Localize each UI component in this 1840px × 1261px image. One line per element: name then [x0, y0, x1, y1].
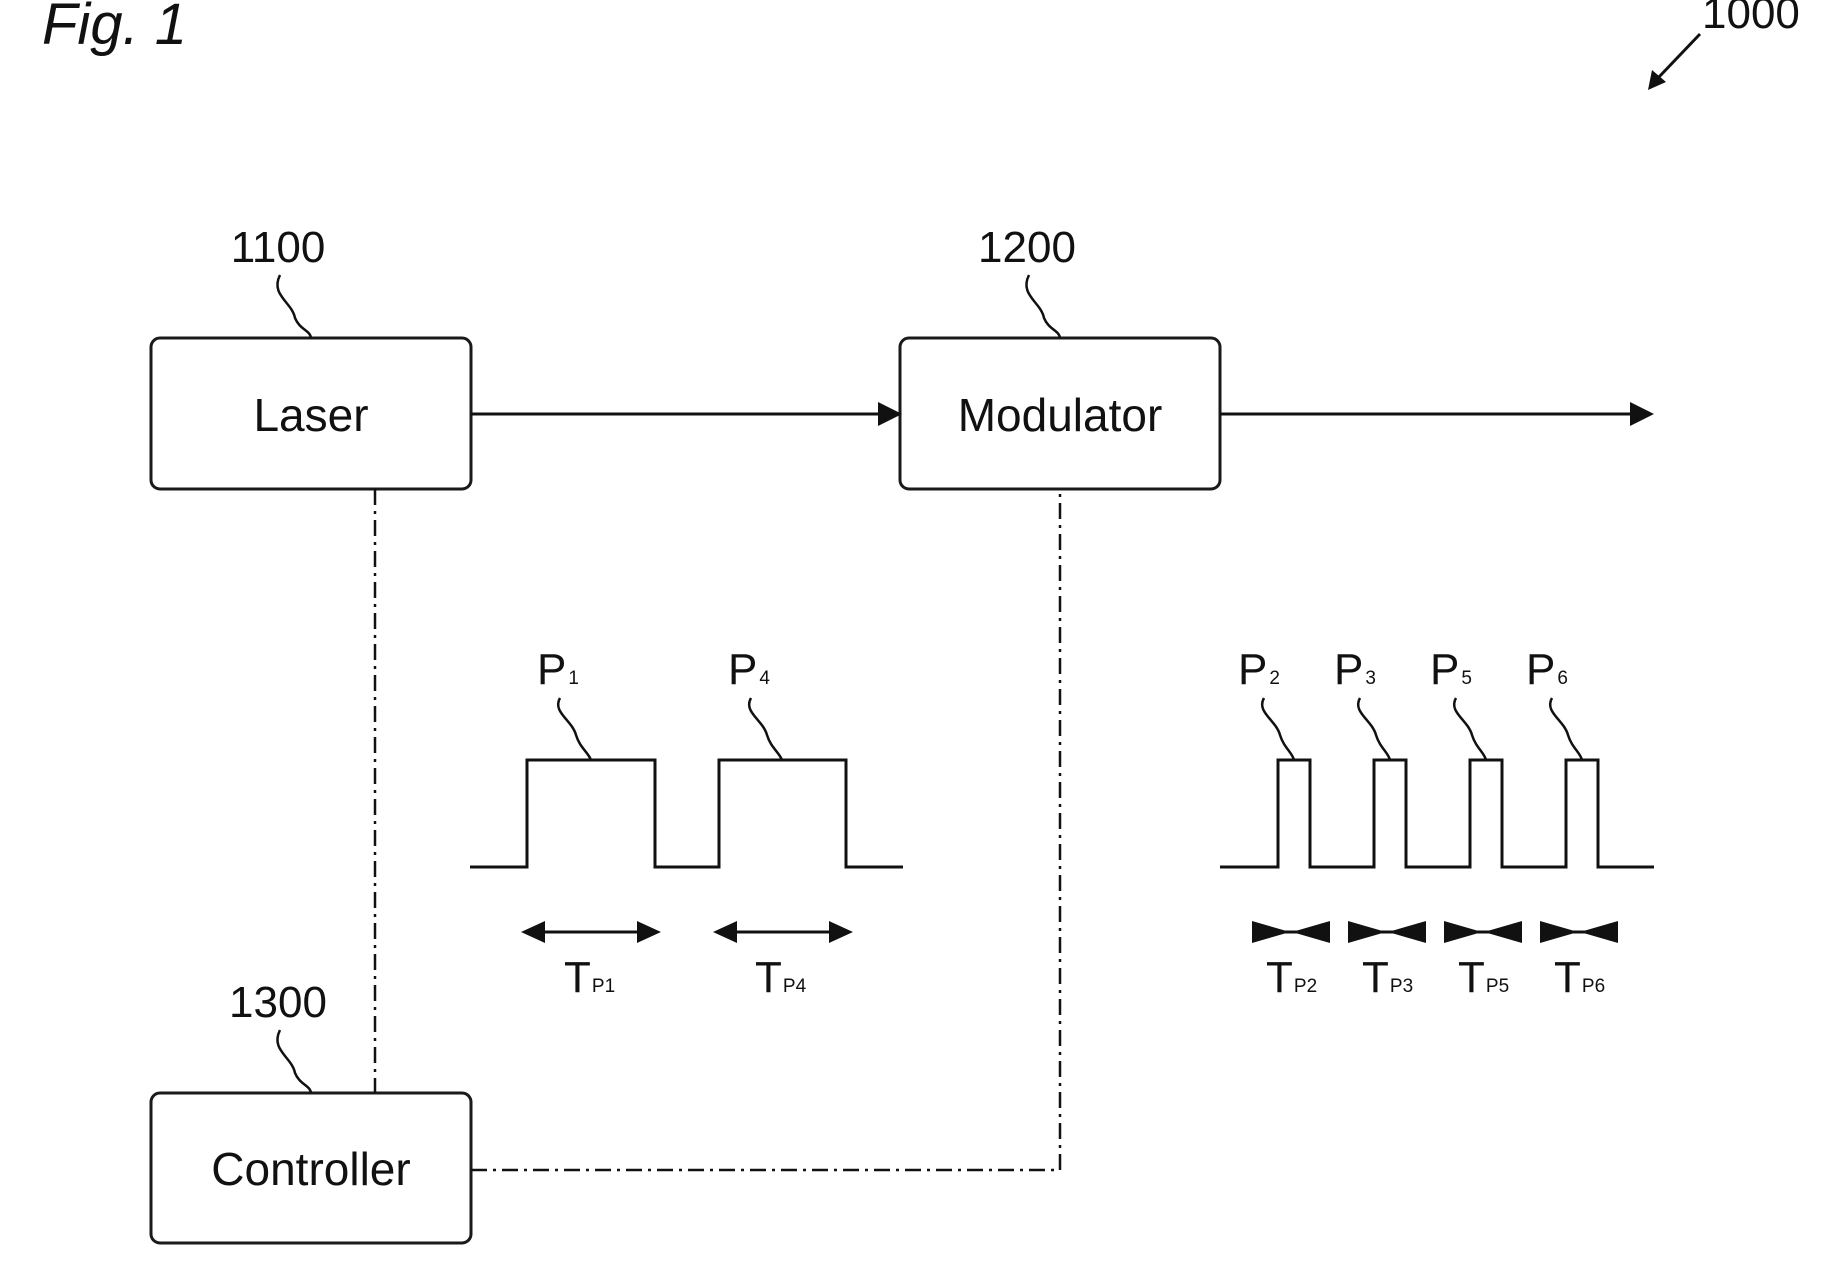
pulse-leader [558, 698, 591, 760]
pulse-leader [1358, 698, 1390, 760]
pulse-label: P3 [1334, 645, 1376, 694]
output-arrow [1220, 402, 1654, 426]
controller-block: Controller [151, 1093, 471, 1243]
laser-ref-leader [277, 275, 311, 338]
laser-ref: 1100 [231, 223, 326, 272]
pulse-leader [1262, 698, 1294, 760]
svg-text:TP4: TP4 [755, 953, 807, 1002]
svg-text:TP3: TP3 [1362, 953, 1413, 1002]
duration-marker: TP3 [1348, 921, 1426, 1002]
duration-marker: TP6 [1540, 921, 1618, 1002]
duration-arrow: TP4 [713, 921, 853, 1002]
duration-marker: TP5 [1444, 921, 1522, 1002]
input-duration-arrows: TP1 TP4 [521, 921, 853, 1002]
output-pulse-train [1220, 760, 1654, 867]
svg-text:P4: P4 [728, 645, 770, 694]
svg-text:P1: P1 [537, 645, 579, 694]
controller-to-modulator-line [471, 489, 1060, 1170]
modulator-ref-leader [1026, 275, 1060, 338]
svg-text:P2: P2 [1238, 645, 1280, 694]
figure-title: Fig. 1 [42, 0, 187, 57]
pulse-leader [1550, 698, 1582, 760]
pulse-label: P2 [1238, 645, 1280, 694]
laser-to-modulator-arrow [471, 402, 902, 426]
laser-block: Laser [151, 338, 471, 489]
svg-text:P3: P3 [1334, 645, 1376, 694]
pulse-label: P5 [1430, 645, 1472, 694]
controller-ref-leader [277, 1030, 311, 1093]
svg-text:TP2: TP2 [1266, 953, 1317, 1002]
svg-text:TP6: TP6 [1554, 953, 1605, 1002]
modulator-block: Modulator [900, 338, 1220, 489]
svg-text:P6: P6 [1526, 645, 1568, 694]
input-pulse-train [470, 760, 903, 867]
controller-ref: 1300 [229, 978, 327, 1027]
pulse-label: P1 [537, 645, 579, 694]
pulse-leader [749, 698, 782, 760]
laser-label: Laser [253, 389, 368, 441]
modulator-ref: 1200 [978, 223, 1076, 272]
pulse-label: P4 [728, 645, 770, 694]
figure-ref-arrow [1648, 34, 1700, 90]
duration-marker: TP2 [1252, 921, 1330, 1002]
svg-text:TP1: TP1 [564, 953, 615, 1002]
duration-arrow: TP1 [521, 921, 661, 1002]
pulse-label: P6 [1526, 645, 1568, 694]
controller-label: Controller [211, 1143, 410, 1195]
input-pulse-labels: P1 P4 [537, 645, 782, 760]
svg-text:TP5: TP5 [1458, 953, 1509, 1002]
figure-ref: 1000 [1702, 0, 1800, 38]
output-duration-markers: TP2 TP3 TP5 TP6 [1252, 921, 1618, 1002]
output-pulse-labels: P2 P3 P5 P6 [1238, 645, 1582, 760]
pulse-leader [1454, 698, 1486, 760]
svg-text:P5: P5 [1430, 645, 1472, 694]
modulator-label: Modulator [958, 389, 1163, 441]
